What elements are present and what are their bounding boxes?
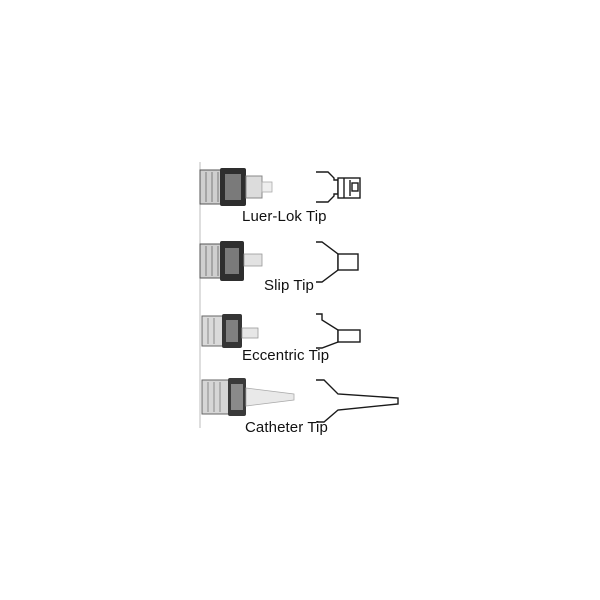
catheter-tip-outline bbox=[316, 379, 399, 423]
tip-label-luer-lok: Luer-Lok Tip bbox=[242, 208, 327, 225]
eccentric-tip-outline bbox=[316, 313, 361, 349]
slip-tip-outline bbox=[316, 241, 359, 283]
catheter-syringe-photo bbox=[201, 378, 295, 416]
tip-label-catheter: Catheter Tip bbox=[245, 419, 328, 436]
eccentric-syringe-photo bbox=[201, 314, 259, 348]
luer-lok-syringe-photo bbox=[199, 168, 273, 206]
syringe-tip-illustration bbox=[199, 162, 399, 428]
tip-label-slip: Slip Tip bbox=[264, 277, 314, 294]
syringe-tip-diagram: Luer-Lok Tip Slip Tip Eccentric Tip Cath… bbox=[198, 158, 408, 440]
tip-label-eccentric: Eccentric Tip bbox=[242, 347, 330, 364]
luer-lok-tip-outline bbox=[316, 171, 361, 203]
slip-syringe-photo bbox=[199, 241, 263, 281]
